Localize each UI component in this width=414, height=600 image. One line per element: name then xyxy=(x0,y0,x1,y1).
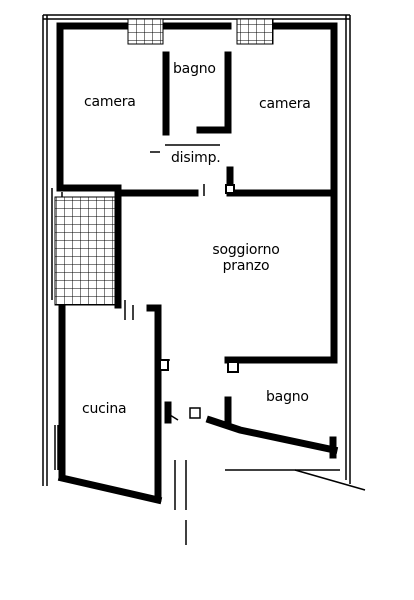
room-label-soggiorno-line2: pranzo xyxy=(222,258,270,274)
room-label-camera-right: camera xyxy=(259,96,311,112)
outer-wall-top xyxy=(43,14,350,20)
pillar-entrance xyxy=(189,407,201,419)
room-label-bagno-top: bagno xyxy=(173,61,216,77)
main-walls xyxy=(56,22,339,505)
tiled-window-right xyxy=(236,18,274,45)
pillar-kitchen xyxy=(159,359,169,371)
tiled-area-left xyxy=(54,196,116,306)
outer-wall-right xyxy=(345,15,351,484)
room-label-bagno-bottom: bagno xyxy=(266,389,309,405)
room-label-camera-left: camera xyxy=(84,94,136,110)
room-label-disimpegno: disimp. xyxy=(171,150,221,166)
room-label-soggiorno-line1: soggiorno xyxy=(212,242,280,258)
outer-wall-left xyxy=(42,15,48,486)
room-label-cucina: cucina xyxy=(82,401,127,417)
tiled-window-left xyxy=(127,18,164,45)
room-label-soggiorno: soggiorno pranzo xyxy=(208,242,284,274)
pillar-corridor xyxy=(225,184,235,194)
pillar-bath-bottom xyxy=(227,361,239,373)
